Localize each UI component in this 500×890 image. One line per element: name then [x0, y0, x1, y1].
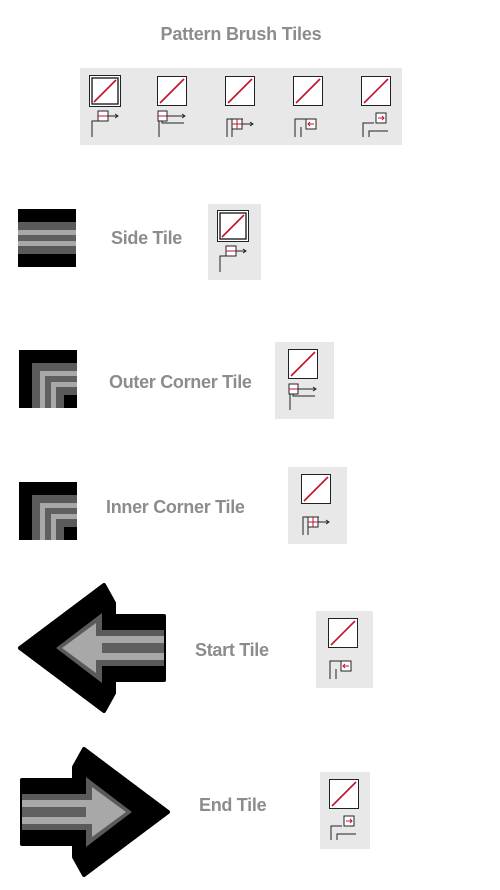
inner-corner-tile-icon — [300, 473, 334, 539]
tile-slot-icon — [156, 75, 190, 141]
start-tile-swatch — [18, 583, 166, 713]
tile-slot-side[interactable] — [89, 75, 123, 141]
side-tile-swatch — [18, 209, 76, 267]
outer-corner-tile-swatch — [19, 350, 77, 408]
tile-slot-icon — [224, 75, 258, 141]
tile-slot-icon — [89, 75, 123, 141]
start-tile-slot[interactable] — [316, 611, 373, 688]
tile-slot-outer-corner[interactable] — [156, 75, 190, 141]
outer-corner-tile-slot[interactable] — [275, 342, 334, 419]
tile-slot-inner-corner[interactable] — [224, 75, 258, 141]
side-tile-label: Side Tile — [111, 228, 182, 248]
inner-corner-tile-label: Inner Corner Tile — [106, 497, 245, 517]
side-tile-icon — [217, 210, 251, 276]
tile-slots-panel — [80, 68, 402, 145]
tile-slot-end[interactable] — [360, 75, 394, 141]
inner-corner-tile-swatch — [19, 482, 77, 540]
outer-corner-tile-label: Outer Corner Tile — [109, 372, 252, 392]
end-tile-icon — [328, 778, 362, 844]
tile-slot-icon — [360, 75, 394, 141]
start-tile-label: Start Tile — [195, 640, 269, 660]
page-title: Pattern Brush Tiles — [160, 24, 322, 44]
start-tile-icon — [327, 617, 361, 683]
end-tile-slot[interactable] — [320, 772, 370, 849]
end-tile-label: End Tile — [199, 795, 267, 815]
end-tile-swatch — [20, 747, 170, 877]
tile-slot-start[interactable] — [292, 75, 326, 141]
side-tile-slot[interactable] — [208, 204, 261, 280]
tile-slot-icon — [292, 75, 326, 141]
inner-corner-tile-slot[interactable] — [288, 467, 347, 544]
outer-corner-tile-icon — [287, 348, 321, 414]
